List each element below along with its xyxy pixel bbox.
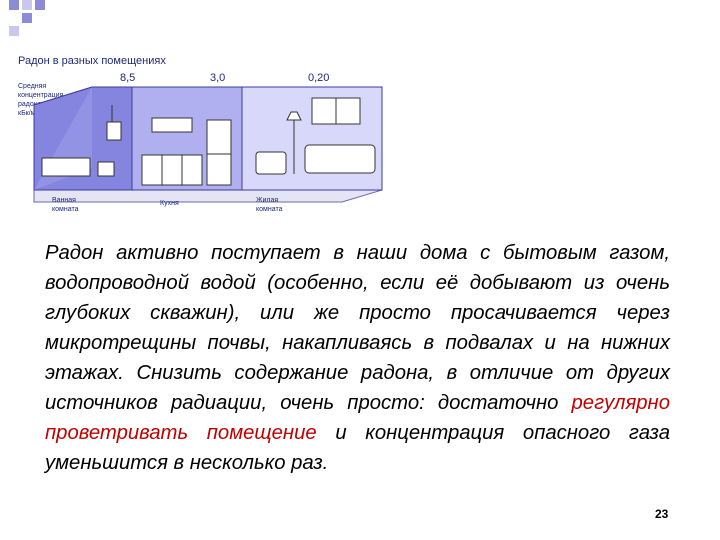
value-kitchen: 3,0	[210, 72, 225, 84]
radon-rooms-illustration: Радон в разных помещениях Средняя концен…	[18, 55, 383, 213]
svg-text:радона: радона	[18, 101, 42, 108]
living-room	[241, 86, 383, 191]
page-number: 23	[655, 507, 669, 521]
value-living: 0,20	[308, 72, 329, 84]
paragraph-text: Радон активно поступает в наши дома с бы…	[45, 242, 670, 414]
legend-label: Средняя концентрация радона кБк/м³	[18, 83, 64, 117]
bathroom-room	[33, 86, 133, 191]
value-bathroom: 8,5	[120, 72, 135, 84]
svg-text:концентрация: концентрация	[18, 92, 64, 99]
label-kitchen: Кухня	[160, 200, 179, 207]
body-paragraph: Радон активно поступает в наши дома с бы…	[45, 238, 670, 478]
svg-text:Средняя: Средняя	[18, 83, 46, 90]
kitchen-room	[131, 86, 243, 191]
label-living: Жилая	[256, 197, 278, 204]
label-bathroom: Ванная	[52, 197, 76, 204]
figure-title: Радон в разных помещениях	[18, 55, 166, 67]
svg-text:кБк/м³: кБк/м³	[18, 110, 38, 117]
highlight-text: регулярно проветривать помещение	[45, 392, 670, 444]
paragraph-text-end: и концентрация опасного газа уменьшится …	[45, 422, 671, 474]
corner-decoration	[9, 0, 45, 36]
svg-text:комната: комната	[256, 206, 283, 213]
svg-text:комната: комната	[52, 206, 79, 213]
